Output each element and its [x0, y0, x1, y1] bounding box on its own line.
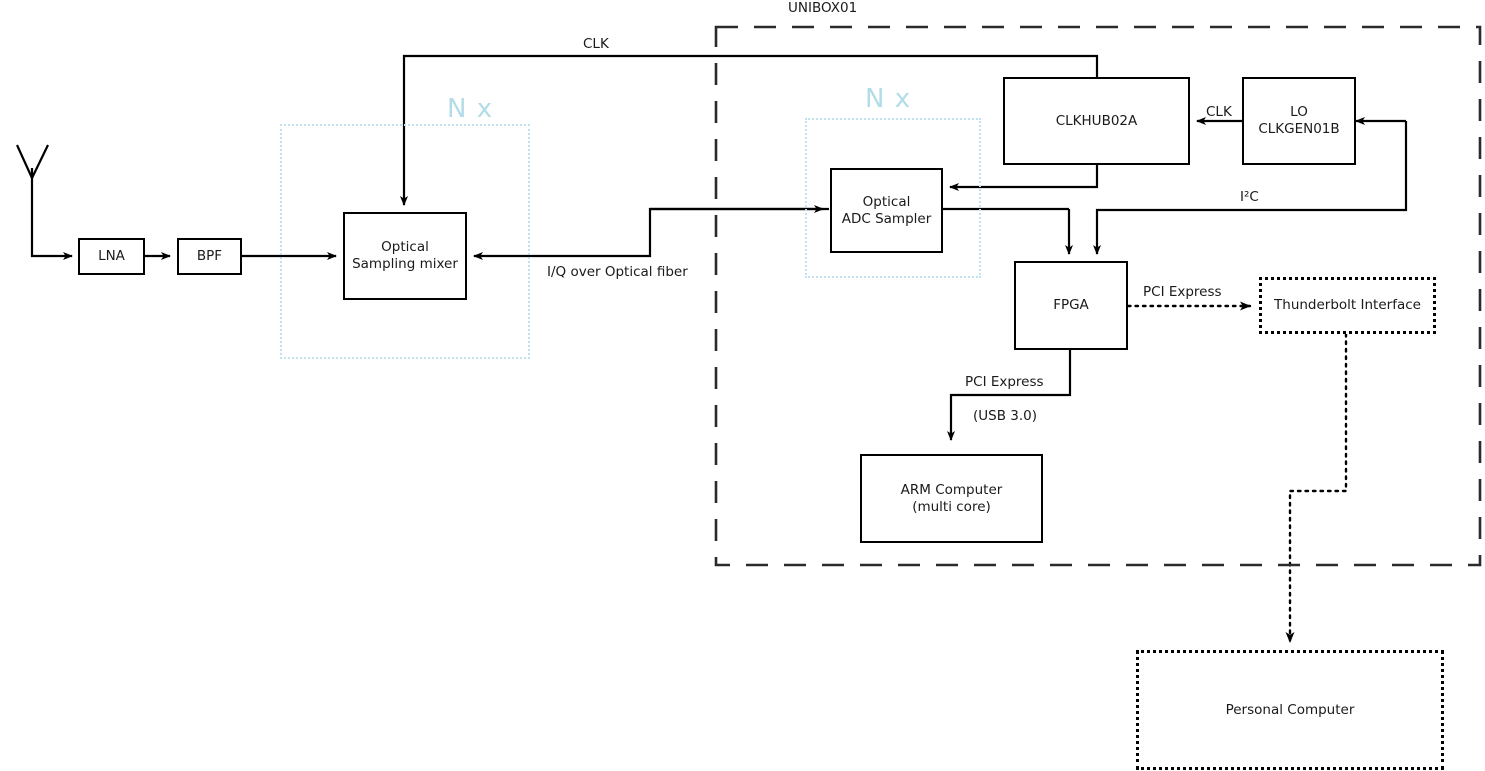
block-fpga[interactable]: FPGA	[1014, 261, 1128, 350]
fpga-to-arm-pcie	[947, 350, 1072, 441]
edge-label-clk-top: CLK	[583, 36, 609, 52]
antenna-mast-and-feed	[30, 168, 70, 258]
block-arm-computer[interactable]: ARM Computer (multi core)	[860, 454, 1043, 543]
edge-label-pcie-thunderbolt: PCI Express	[1143, 284, 1222, 300]
block-optical-adc-sampler[interactable]: Optical ADC Sampler	[830, 168, 943, 253]
unibox-enclosure-border	[714, 25, 1482, 567]
block-bpf[interactable]: BPF	[177, 238, 242, 275]
block-clkhub02a[interactable]: CLKHUB02A	[1003, 77, 1190, 165]
edge-label-i2c: I²C	[1240, 189, 1259, 205]
block-thunderbolt-interface[interactable]: Thunderbolt Interface	[1259, 277, 1436, 334]
block-optical-sampling-mixer-label: Optical Sampling mixer	[352, 239, 458, 272]
block-optical-adc-sampler-label: Optical ADC Sampler	[841, 193, 932, 227]
block-personal-computer[interactable]: Personal Computer	[1136, 650, 1444, 770]
block-lna-label: LNA	[98, 248, 125, 265]
edge-label-pcie-arm: PCI Express	[965, 374, 1044, 390]
adc-nx-label: N x	[865, 84, 912, 114]
block-optical-sampling-mixer[interactable]: Optical Sampling mixer	[343, 212, 467, 300]
i2c-bus-to-fpga	[1093, 121, 1408, 255]
block-thunderbolt-interface-label: Thunderbolt Interface	[1274, 297, 1421, 314]
rf-frontend-nx-group	[280, 124, 530, 359]
clkhub-to-adc-clk	[949, 165, 1099, 191]
thunderbolt-to-pc	[1285, 332, 1348, 644]
unibox-title: UNIBOX01	[788, 0, 858, 16]
block-fpga-label: FPGA	[1053, 297, 1089, 314]
clk-bus-to-mixer	[400, 54, 1099, 206]
edge-label-iq-over-optical-fiber: I/Q over Optical fiber	[547, 264, 688, 280]
block-personal-computer-label: Personal Computer	[1225, 701, 1355, 718]
block-lna[interactable]: LNA	[78, 238, 145, 275]
block-clkhub02a-label: CLKHUB02A	[1055, 112, 1138, 129]
dotted-connections	[1126, 301, 1348, 644]
rf-frontend-nx-label: N x	[447, 94, 494, 124]
edge-label-usb3: (USB 3.0)	[973, 408, 1038, 424]
block-lo-clkgen01b[interactable]: LO CLKGEN01B	[1242, 77, 1356, 165]
block-arm-computer-label: ARM Computer (multi core)	[900, 481, 1003, 515]
block-bpf-label: BPF	[196, 248, 223, 265]
block-lo-clkgen01b-label: LO CLKGEN01B	[1258, 104, 1340, 137]
solid-connections	[15, 54, 1408, 441]
edge-label-clk-lo-to-hub: CLK	[1206, 104, 1232, 120]
adc-nx-group	[805, 118, 981, 278]
